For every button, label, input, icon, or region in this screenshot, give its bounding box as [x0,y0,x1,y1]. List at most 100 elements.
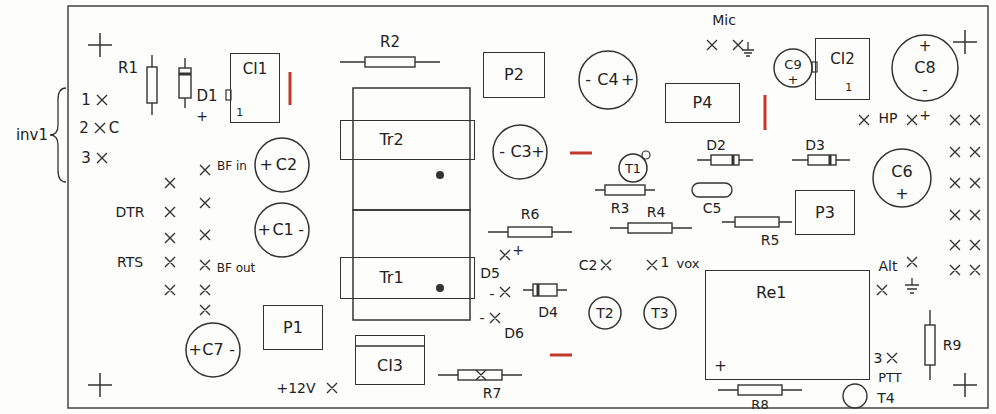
component-outline [186,323,240,377]
part-label: D2 [706,138,726,152]
ground-symbol [742,42,919,293]
component-outline [255,203,309,257]
resistor-symbol [605,185,645,195]
resistor-symbol [147,67,157,103]
part-label: R9 [943,338,962,352]
component-name: - [585,72,591,88]
component-name: + [919,39,932,54]
transistor-circle: T1 [618,153,648,183]
part-label: R4 [647,205,666,219]
component-mark: + [895,186,908,202]
pin-label: C2 [579,258,598,272]
polarity-sign: + [512,243,524,257]
component-name: Tr1 [379,270,403,286]
component-mark: C8 [914,60,935,76]
ic-box: CI3 [355,335,425,385]
ic-box: CI21 [815,38,870,100]
part-label: R8 [751,398,768,411]
capacitor-circle: + C8 - [891,34,959,102]
component-mark: + [531,144,544,160]
component-name: Re1 [756,285,786,301]
component-mark: + [714,359,727,374]
red-mark [290,72,765,355]
component-mark: - [922,82,928,98]
pin-dot [436,284,444,292]
transformer-band: Tr1 [340,257,475,299]
resistor-symbol [735,217,779,227]
part-label: R5 [761,233,780,247]
component-name: Tr2 [379,132,403,148]
bracket [50,88,66,182]
diode-symbol [808,155,836,165]
component-name: P2 [504,67,524,83]
component-name: + [257,222,270,238]
part-label: T4 [877,391,894,405]
solder-pad-mark [95,40,980,393]
transistor-symbol [843,384,867,408]
signal-label: PTT [878,371,902,384]
potentiometer-box: P3 [795,190,855,235]
pin-number: 2 [79,121,89,136]
polarity-sign: - [489,287,494,301]
relay-box: Re1 + [705,270,870,380]
mounting-cross [88,30,977,397]
signal-label: inv1 [16,128,48,143]
part-label: R2 [380,35,400,50]
component-mark: C4 [597,72,618,88]
component-mark: C3 [510,144,531,160]
component-mark: - [298,222,304,238]
component-outline [493,125,547,179]
component-name: CI3 [377,358,403,374]
diode-symbol [711,155,739,165]
part-label: R6 [521,207,540,221]
potentiometer-box: P4 [665,83,740,123]
signal-label: BF in [217,160,247,172]
component-outline [892,35,958,101]
component-outline [579,51,637,109]
part-label: D4 [538,305,558,319]
board-outline [68,6,988,408]
pin-dot [436,171,444,179]
component-mark: 1 [236,107,243,118]
ic-box: CI1 1 [230,53,280,123]
resistor-symbol [925,325,935,365]
capacitor-circle: +C1- [254,202,310,258]
transistor-circle: T3 [643,296,677,330]
signal-label: DTR [115,205,144,219]
signal-label: RTS [117,255,143,269]
part-label: R1 [118,61,138,76]
component-mark: C7 [202,342,223,358]
part-label: D6 [504,326,524,340]
component-outline [619,154,647,182]
capacitor-circle: -C3+ [492,124,548,180]
component-name: P1 [283,320,303,336]
transistor-circle: T2 [588,296,622,330]
transformer-outline [353,88,470,210]
polarity-sign: + [196,109,208,123]
component-outline [644,297,676,329]
component-name: - [499,144,505,160]
component-mark: + [621,72,634,88]
component-name: P3 [815,205,835,221]
component-name: CI2 [830,51,854,66]
pin-number: 3 [874,351,883,365]
resistor-symbol [147,55,935,395]
diode-band [179,74,830,296]
part-label: R7 [483,386,502,400]
transformer-band: Tr2 [340,120,475,160]
pin-number: 1 [81,93,91,108]
polarity-sign: + [919,108,931,122]
potentiometer-box: P1 [263,305,323,350]
signal-label: +12V [276,381,315,395]
component-name: P4 [693,95,713,111]
component-outline [589,297,621,329]
resistor-symbol [458,370,502,380]
component-name: CI1 [243,61,267,76]
component-name: C6 [891,164,912,180]
potentiometer-box: P2 [483,52,545,98]
component-lead [185,58,850,290]
component-outline [255,138,309,192]
component-name: + [188,342,201,358]
capacitor-circle: C6 + [872,148,932,208]
signal-label: vox [677,257,700,270]
